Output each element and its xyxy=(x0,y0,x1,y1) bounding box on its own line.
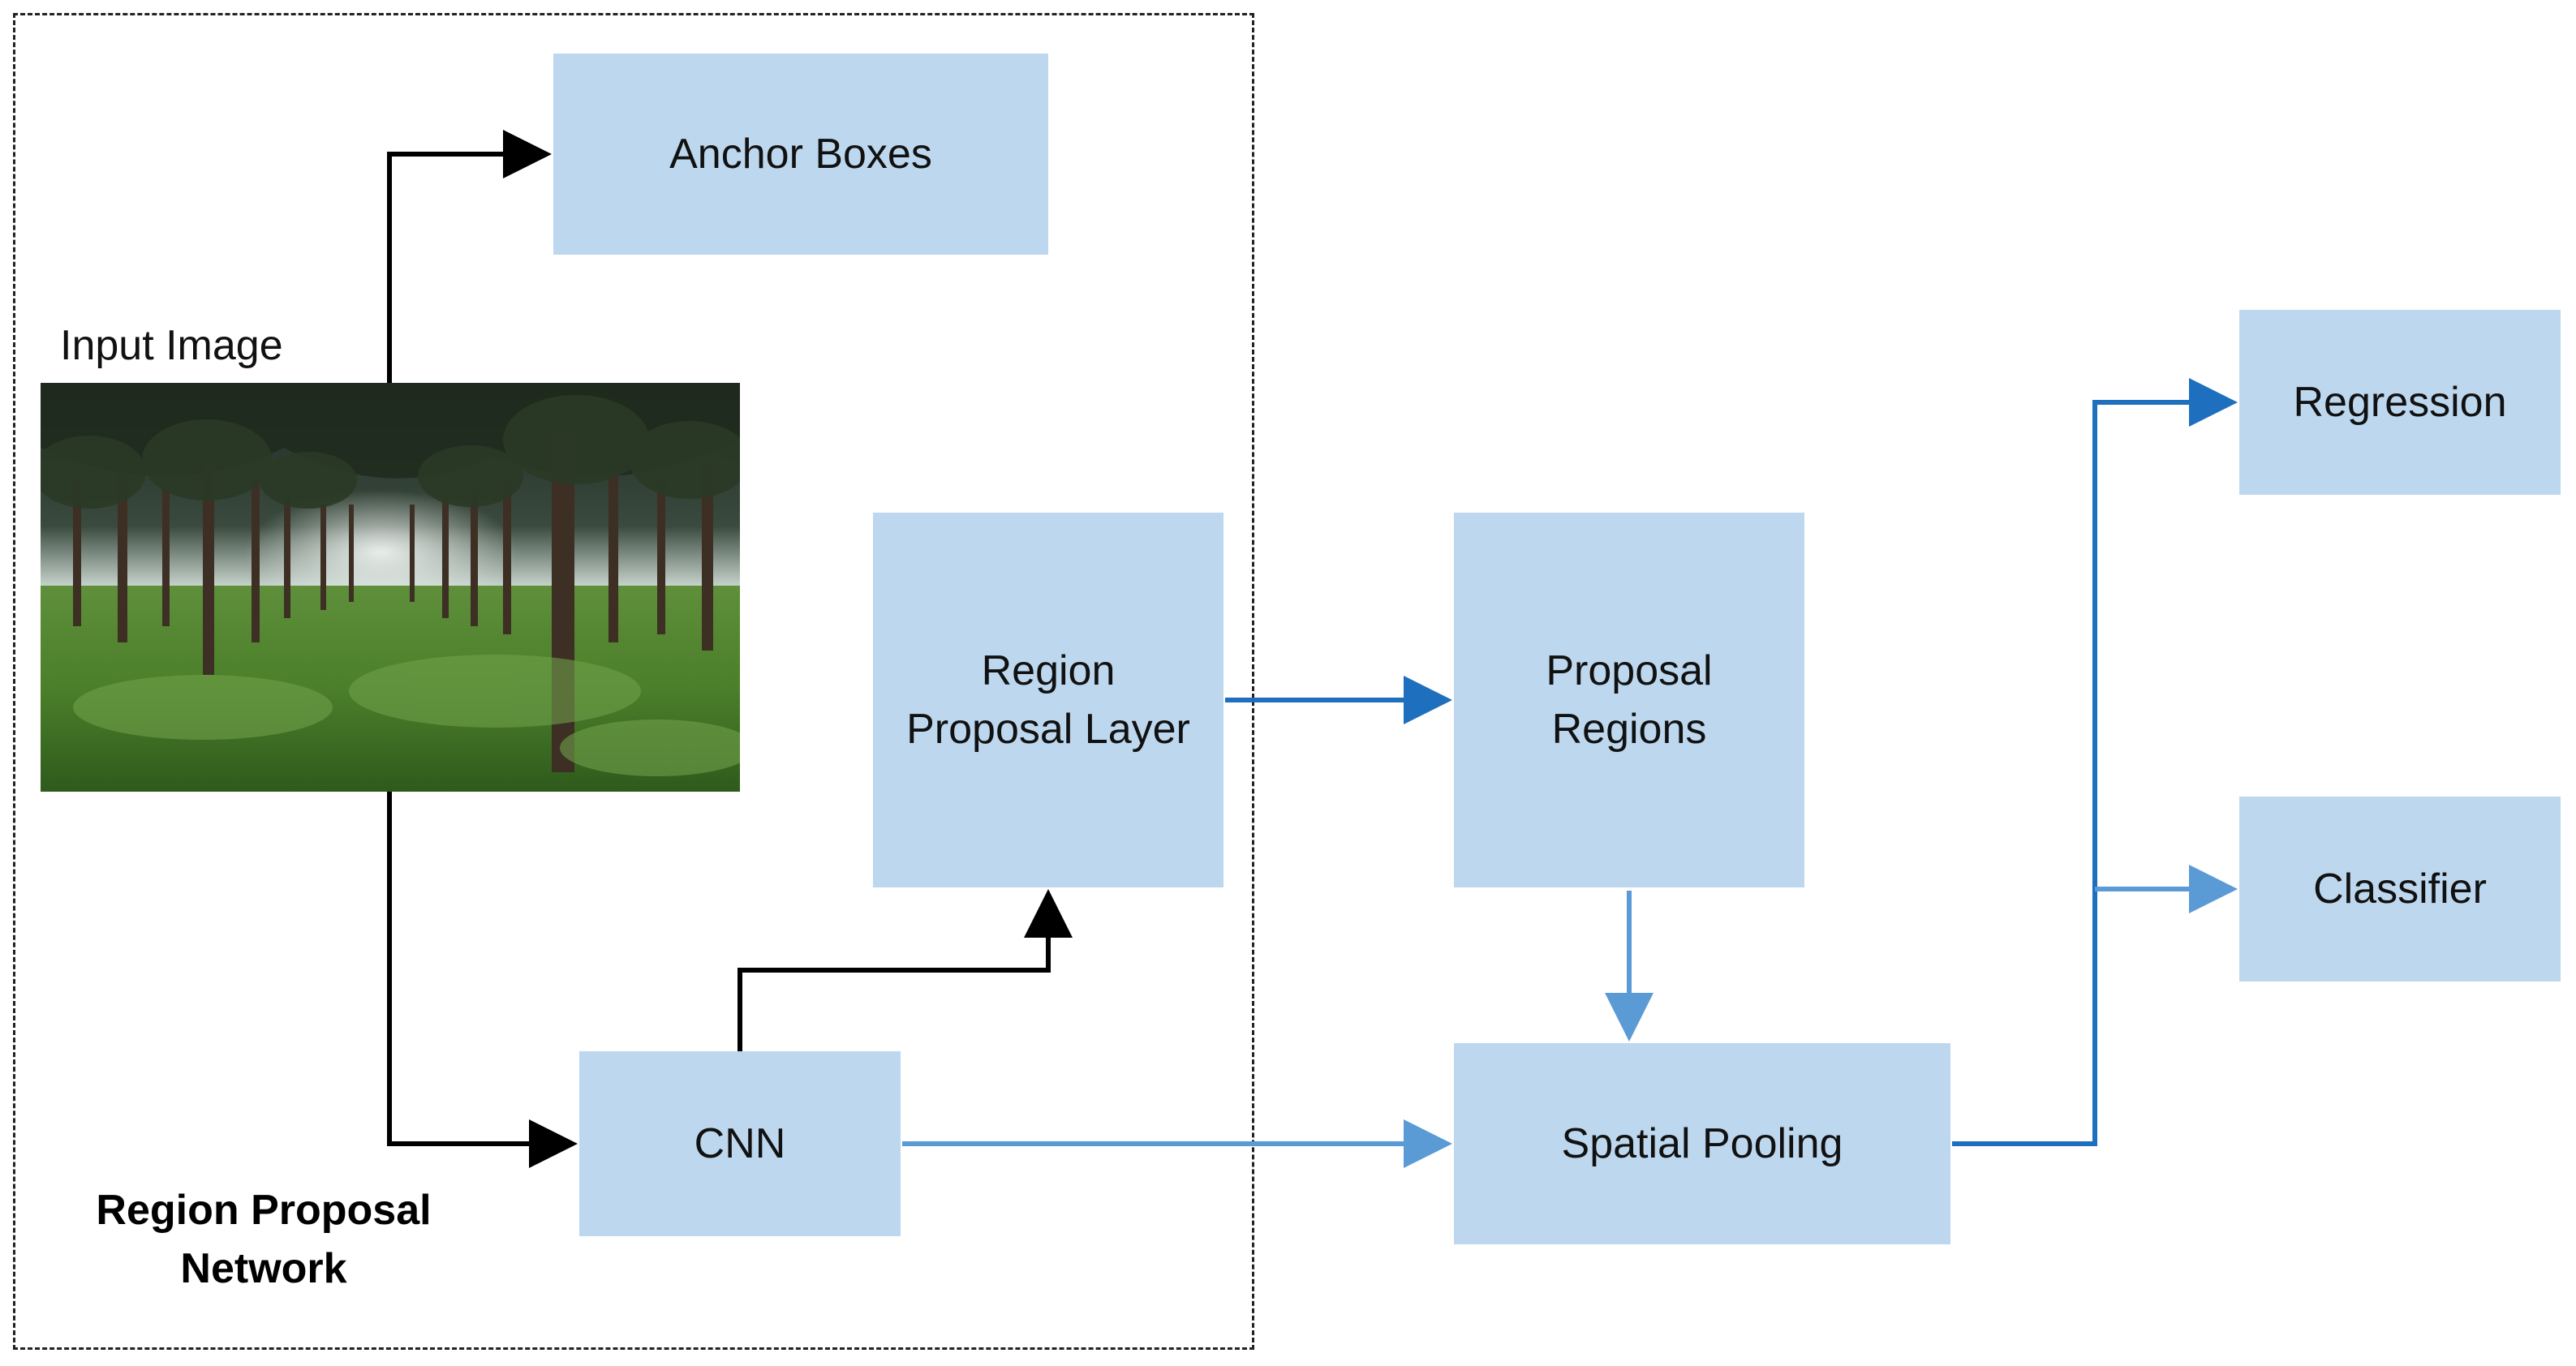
arrow-image-to-cnn xyxy=(387,792,578,1168)
cnn-box: CNN xyxy=(579,1051,901,1236)
region-proposal-layer-line2: Proposal Layer xyxy=(906,706,1190,753)
regression-label: Regression xyxy=(2293,379,2507,426)
region-proposal-network-frame xyxy=(13,13,1254,1350)
proposal-regions-line2: Regions xyxy=(1551,706,1707,753)
region-proposal-layer-box: Region Proposal Layer xyxy=(873,513,1223,887)
palm-plantation-image xyxy=(41,383,740,792)
arrow-spatial-pooling-to-regression xyxy=(1952,378,2238,1146)
spatial-pooling-label: Spatial Pooling xyxy=(1561,1120,1843,1167)
proposal-regions-box: Proposal Regions xyxy=(1454,513,1804,887)
classifier-box: Classifier xyxy=(2239,797,2561,982)
input-image-photo xyxy=(41,383,740,792)
region-proposal-network-label: Region Proposal Network xyxy=(65,1181,462,1298)
arrow-image-to-anchor-boxes xyxy=(387,130,552,383)
anchor-boxes-label: Anchor Boxes xyxy=(669,131,932,178)
proposal-regions-line1: Proposal xyxy=(1546,647,1713,694)
input-image-label: Input Image xyxy=(60,322,283,369)
rpn-label-line2: Network xyxy=(180,1245,347,1292)
cnn-label: CNN xyxy=(694,1120,786,1167)
spatial-pooling-box: Spatial Pooling xyxy=(1454,1043,1950,1244)
region-proposal-layer-line1: Region xyxy=(981,647,1116,694)
classifier-label: Classifier xyxy=(2313,866,2487,913)
regression-box: Regression xyxy=(2239,310,2561,495)
arrow-cnn-to-region-proposal-layer xyxy=(738,889,1073,1051)
rpn-label-line1: Region Proposal xyxy=(96,1187,432,1234)
anchor-boxes-box: Anchor Boxes xyxy=(553,54,1048,255)
